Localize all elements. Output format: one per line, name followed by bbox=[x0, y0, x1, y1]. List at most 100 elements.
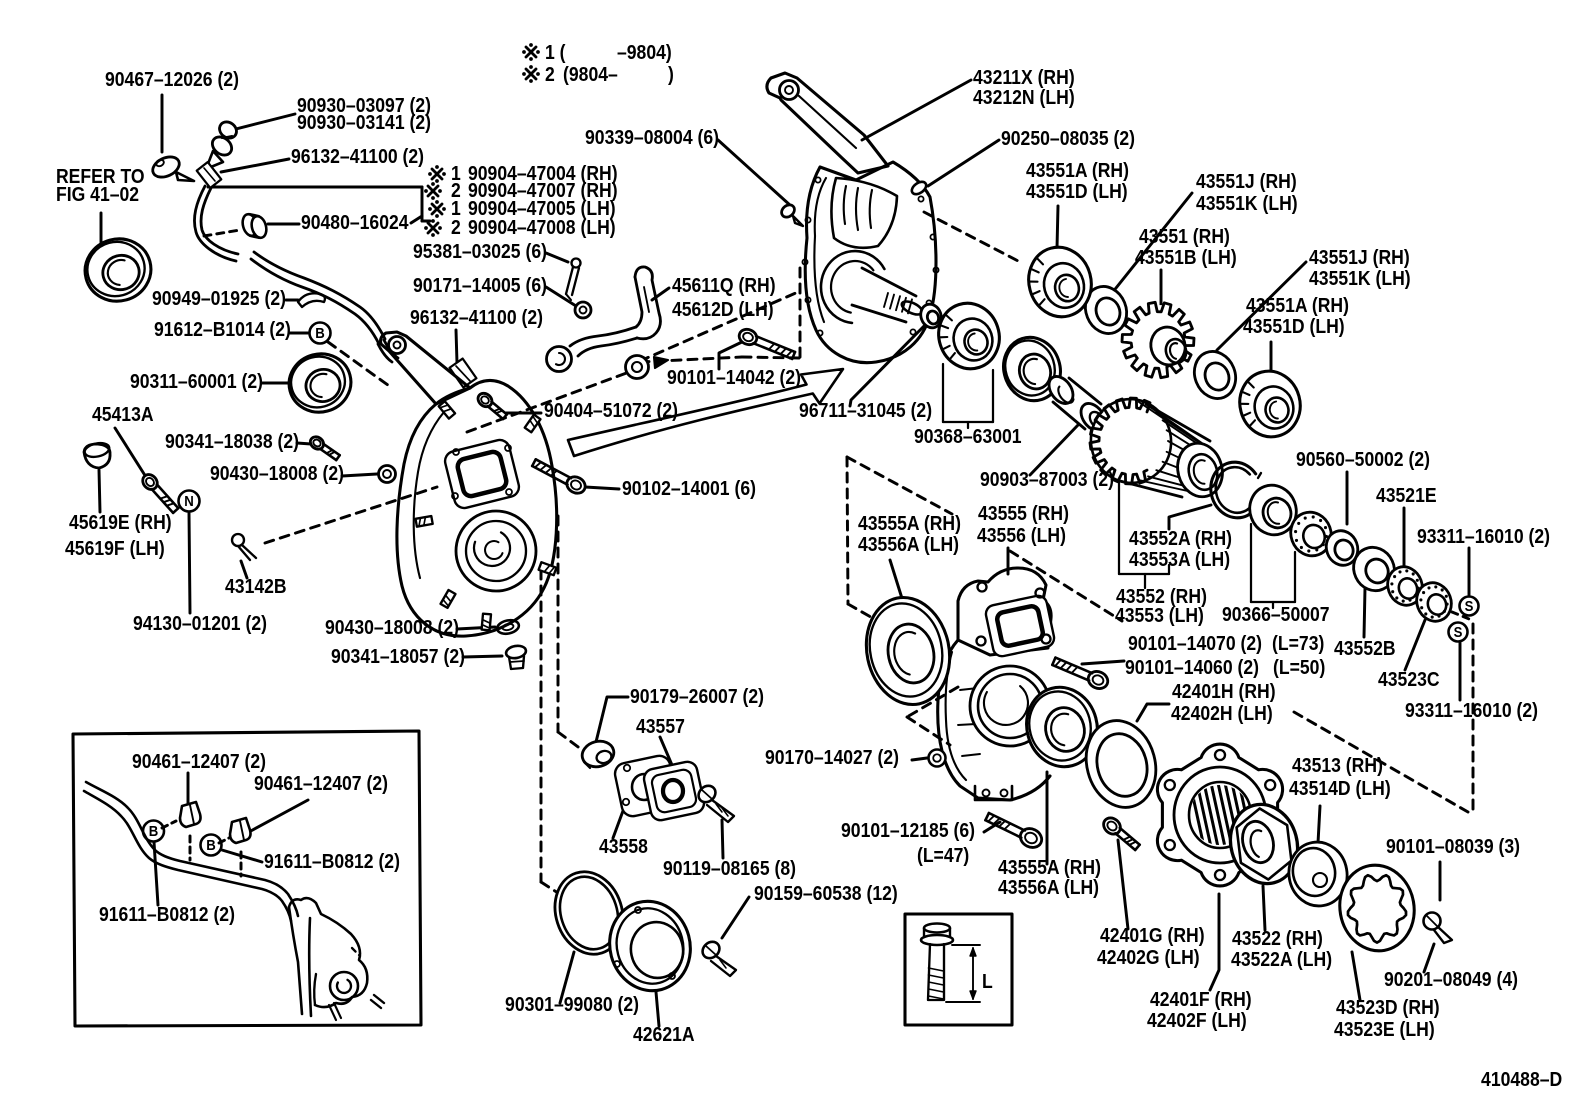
svg-text:91612–B1014 (2): 91612–B1014 (2) bbox=[154, 318, 291, 340]
svg-text:90461–12407 (2): 90461–12407 (2) bbox=[132, 750, 266, 772]
svg-text:93311–16010 (2): 93311–16010 (2) bbox=[1405, 699, 1538, 721]
svg-text:43556 (LH): 43556 (LH) bbox=[977, 524, 1066, 546]
svg-text:): ) bbox=[668, 63, 674, 85]
svg-text:42621A: 42621A bbox=[633, 1023, 695, 1045]
svg-text:90119–08165 (8): 90119–08165 (8) bbox=[663, 857, 796, 879]
svg-text:90201–08049 (4): 90201–08049 (4) bbox=[1384, 968, 1518, 990]
svg-text:45619F (LH): 45619F (LH) bbox=[65, 537, 165, 559]
svg-text:90101–14042 (2): 90101–14042 (2) bbox=[667, 366, 801, 388]
svg-text:43521E: 43521E bbox=[1376, 484, 1437, 506]
svg-text:90467–12026 (2): 90467–12026 (2) bbox=[105, 68, 239, 90]
svg-text:96711–31045 (2): 96711–31045 (2) bbox=[799, 399, 932, 421]
svg-text:B: B bbox=[315, 324, 325, 341]
svg-text:90430–18008 (2): 90430–18008 (2) bbox=[325, 616, 459, 638]
svg-text:43551J (RH): 43551J (RH) bbox=[1196, 170, 1297, 192]
svg-text:43556A (LH): 43556A (LH) bbox=[998, 876, 1099, 898]
svg-text:45413A: 45413A bbox=[92, 403, 154, 425]
svg-text:90339–08004 (6): 90339–08004 (6) bbox=[585, 126, 719, 148]
svg-text:90341–18038 (2): 90341–18038 (2) bbox=[165, 430, 299, 452]
svg-text:43522A (LH): 43522A (LH) bbox=[1231, 948, 1332, 970]
svg-text:43555 (RH): 43555 (RH) bbox=[978, 502, 1069, 524]
svg-text:90159–60538 (12): 90159–60538 (12) bbox=[754, 882, 898, 904]
svg-text:90101–12185 (6): 90101–12185 (6) bbox=[841, 819, 975, 841]
svg-text:(L=73): (L=73) bbox=[1272, 632, 1324, 654]
svg-text:45611Q (RH): 45611Q (RH) bbox=[672, 274, 776, 296]
svg-text:43514D (LH): 43514D (LH) bbox=[1289, 777, 1391, 799]
svg-text:(L=47): (L=47) bbox=[917, 844, 969, 866]
svg-text:43523D (RH): 43523D (RH) bbox=[1336, 996, 1440, 1018]
svg-text:42401F (RH): 42401F (RH) bbox=[1150, 988, 1252, 1010]
svg-text:93311–16010 (2): 93311–16010 (2) bbox=[1417, 525, 1550, 547]
svg-text:94130–01201 (2): 94130–01201 (2) bbox=[133, 612, 267, 634]
svg-text:90904–47008 (LH): 90904–47008 (LH) bbox=[468, 216, 616, 238]
svg-text:43523E (LH): 43523E (LH) bbox=[1334, 1018, 1435, 1040]
svg-text:L: L bbox=[982, 970, 993, 992]
svg-text:43556A (LH): 43556A (LH) bbox=[858, 533, 959, 555]
svg-text:43551K (LH): 43551K (LH) bbox=[1309, 267, 1411, 289]
svg-text:43522 (RH): 43522 (RH) bbox=[1232, 927, 1323, 949]
svg-text:90560–50002 (2): 90560–50002 (2) bbox=[1296, 448, 1430, 470]
svg-text:43558: 43558 bbox=[599, 835, 648, 857]
svg-text:96132–41100 (2): 96132–41100 (2) bbox=[410, 306, 543, 328]
svg-text:2: 2 bbox=[451, 216, 461, 238]
svg-text:43553 (LH): 43553 (LH) bbox=[1115, 604, 1204, 626]
svg-text:–9804): –9804) bbox=[617, 41, 672, 63]
svg-text:43212N (LH): 43212N (LH) bbox=[973, 86, 1075, 108]
svg-text:96132–41100 (2): 96132–41100 (2) bbox=[291, 145, 424, 167]
svg-text:42402G (LH): 42402G (LH) bbox=[1097, 946, 1200, 968]
svg-text:90101–08039 (3): 90101–08039 (3) bbox=[1386, 835, 1520, 857]
svg-text:90179–26007 (2): 90179–26007 (2) bbox=[630, 685, 764, 707]
svg-text:43551B (LH): 43551B (LH) bbox=[1135, 246, 1237, 268]
svg-text:43523C: 43523C bbox=[1378, 668, 1440, 690]
svg-text:43555A (RH): 43555A (RH) bbox=[858, 512, 961, 534]
svg-text:B: B bbox=[206, 836, 216, 853]
svg-text:90903–87003 (2): 90903–87003 (2) bbox=[980, 468, 1114, 490]
svg-text:90171–14005 (6): 90171–14005 (6) bbox=[413, 274, 547, 296]
svg-text:S: S bbox=[1454, 623, 1463, 640]
svg-text:91611–B0812 (2): 91611–B0812 (2) bbox=[264, 850, 400, 872]
svg-text:43557: 43557 bbox=[636, 715, 685, 737]
svg-text:45619E (RH): 45619E (RH) bbox=[69, 511, 172, 533]
svg-text:(9804–: (9804– bbox=[563, 63, 618, 85]
svg-text:43553A (LH): 43553A (LH) bbox=[1129, 548, 1230, 570]
svg-text:42402H (LH): 42402H (LH) bbox=[1171, 702, 1273, 724]
svg-text:90102–14001 (6): 90102–14001 (6) bbox=[622, 477, 756, 499]
svg-text:43211X (RH): 43211X (RH) bbox=[973, 66, 1075, 88]
svg-text:43551A (RH): 43551A (RH) bbox=[1026, 159, 1129, 181]
svg-text:42401G (RH): 42401G (RH) bbox=[1100, 924, 1205, 946]
svg-text:(L=50): (L=50) bbox=[1273, 656, 1325, 678]
svg-text:1 (: 1 ( bbox=[545, 41, 566, 63]
svg-text:90949–01925 (2): 90949–01925 (2) bbox=[152, 287, 286, 309]
svg-text:43551A (RH): 43551A (RH) bbox=[1246, 294, 1349, 316]
svg-text:43552A (RH): 43552A (RH) bbox=[1129, 527, 1232, 549]
svg-text:43142B: 43142B bbox=[225, 575, 287, 597]
svg-text:90404–51072 (2): 90404–51072 (2) bbox=[544, 399, 678, 421]
svg-text:90101–14070 (2): 90101–14070 (2) bbox=[1128, 632, 1262, 654]
svg-text:45612D (LH): 45612D (LH) bbox=[672, 298, 774, 320]
svg-text:90366–50007: 90366–50007 bbox=[1222, 603, 1330, 625]
svg-text:90250–08035 (2): 90250–08035 (2) bbox=[1001, 127, 1135, 149]
svg-text:43551D (LH): 43551D (LH) bbox=[1243, 315, 1345, 337]
svg-text:90461–12407 (2): 90461–12407 (2) bbox=[254, 772, 388, 794]
svg-text:42401H (RH): 42401H (RH) bbox=[1172, 680, 1276, 702]
svg-text:B: B bbox=[149, 822, 159, 839]
svg-text:95381–03025 (6): 95381–03025 (6) bbox=[413, 240, 547, 262]
svg-text:43551J (RH): 43551J (RH) bbox=[1309, 246, 1410, 268]
svg-text:90301–99080 (2): 90301–99080 (2) bbox=[505, 993, 639, 1015]
svg-text:FIG 41–02: FIG 41–02 bbox=[56, 183, 139, 205]
svg-text:42402F (LH): 42402F (LH) bbox=[1147, 1009, 1247, 1031]
svg-text:90368–63001: 90368–63001 bbox=[914, 425, 1022, 447]
svg-text:90311–60001 (2): 90311–60001 (2) bbox=[130, 370, 263, 392]
svg-text:90930–03141 (2): 90930–03141 (2) bbox=[297, 111, 431, 133]
svg-text:43552B: 43552B bbox=[1334, 637, 1396, 659]
svg-text:S: S bbox=[1465, 597, 1474, 614]
svg-text:91611–B0812 (2): 91611–B0812 (2) bbox=[99, 903, 235, 925]
svg-text:43551 (RH): 43551 (RH) bbox=[1139, 225, 1230, 247]
svg-text:90341–18057 (2): 90341–18057 (2) bbox=[331, 645, 465, 667]
svg-text:90170–14027 (2): 90170–14027 (2) bbox=[765, 746, 899, 768]
svg-text:2: 2 bbox=[545, 63, 555, 85]
svg-text:410488–D: 410488–D bbox=[1481, 1068, 1562, 1090]
svg-text:90480–16024: 90480–16024 bbox=[301, 211, 409, 233]
svg-text:43551K (LH): 43551K (LH) bbox=[1196, 192, 1298, 214]
svg-text:90430–18008 (2): 90430–18008 (2) bbox=[210, 462, 344, 484]
